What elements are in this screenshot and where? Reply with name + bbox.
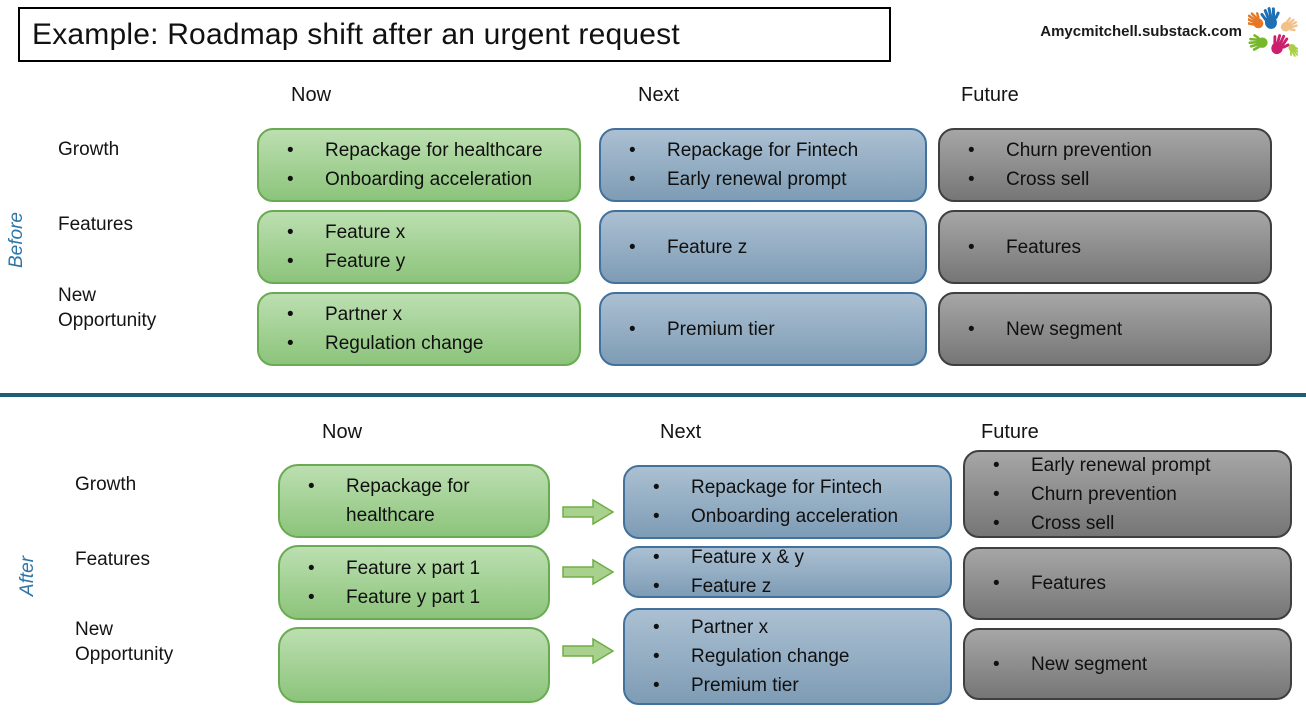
bullet-item: Features <box>940 233 1270 262</box>
after-section-label: After <box>17 555 38 597</box>
bullet-item: Repackage for Fintech <box>625 473 950 502</box>
bullet-item: New segment <box>965 650 1290 679</box>
bullet-item: Early renewal prompt <box>601 165 925 194</box>
after-row-label-features: Features <box>75 549 150 570</box>
bullet-list: Feature z <box>601 233 925 262</box>
bullet-item: Churn prevention <box>940 136 1270 165</box>
after-future-growth-box: Early renewal promptChurn preventionCros… <box>963 450 1292 538</box>
after-future-new-opportunity-box: New segment <box>963 628 1292 700</box>
bullet-item: Feature x & y <box>625 543 950 572</box>
before-row-label-features: Features <box>58 214 133 235</box>
after-next-features-box: Feature x & yFeature z <box>623 543 952 601</box>
bullet-list: New segment <box>940 315 1270 344</box>
bullet-list: New segment <box>965 650 1290 679</box>
before-now-features-box: Feature xFeature y <box>257 210 581 284</box>
after-col-header-future: Future <box>981 421 1039 443</box>
bullet-item: Feature z <box>625 572 950 601</box>
before-row-label-growth: Growth <box>58 139 120 160</box>
before-col-header-future: Future <box>961 84 1019 106</box>
attribution-text: Amycmitchell.substack.com <box>1040 23 1242 40</box>
bullet-list: Feature xFeature y <box>259 218 579 276</box>
bullet-list: Features <box>940 233 1270 262</box>
bullet-item: Feature y <box>259 247 579 276</box>
after-next-new-opportunity-box: Partner xRegulation changePremium tier <box>623 608 952 705</box>
bullet-list: Partner xRegulation changePremium tier <box>625 613 950 700</box>
shift-arrow-icon <box>562 637 615 665</box>
hands-logo-icon <box>1248 5 1298 57</box>
before-next-features-box: Feature z <box>599 210 927 284</box>
bullet-item: Feature x part 1 <box>280 554 548 583</box>
bullet-item: Cross sell <box>940 165 1270 194</box>
bullet-list: Premium tier <box>601 315 925 344</box>
bullet-item: Partner x <box>625 613 950 642</box>
after-now-growth-box: Repackage for healthcare <box>278 464 550 538</box>
before-next-growth-box: Repackage for FintechEarly renewal promp… <box>599 128 927 202</box>
before-section-label: Before <box>6 212 27 268</box>
bullet-item: Feature z <box>601 233 925 262</box>
before-now-new-opportunity-box: Partner xRegulation change <box>257 292 581 366</box>
bullet-list: Features <box>965 569 1290 598</box>
bullet-list: Churn preventionCross sell <box>940 136 1270 194</box>
bullet-item: Repackage for Fintech <box>601 136 925 165</box>
bullet-item: Feature x <box>259 218 579 247</box>
after-col-header-now: Now <box>322 421 363 443</box>
bullet-item: Early renewal prompt <box>965 451 1290 480</box>
after-now-new-opportunity-box <box>278 627 550 703</box>
bullet-item: Onboarding acceleration <box>259 165 579 194</box>
shift-arrow-icon <box>562 558 615 586</box>
bullet-item: Repackage for healthcare <box>259 136 579 165</box>
after-row-label-new-opportunity: New Opportunity <box>75 619 174 665</box>
bullet-item: Regulation change <box>259 329 579 358</box>
before-now-growth-box: Repackage for healthcareOnboarding accel… <box>257 128 581 202</box>
bullet-item: Features <box>965 569 1290 598</box>
after-col-header-next: Next <box>660 421 702 443</box>
bullet-item: Cross sell <box>965 509 1290 538</box>
after-future-features-box: Features <box>963 547 1292 620</box>
before-future-features-box: Features <box>938 210 1272 284</box>
before-col-header-now: Now <box>291 84 332 106</box>
bullet-item: Feature y part 1 <box>280 583 548 612</box>
title-box: Example: Roadmap shift after an urgent r… <box>18 7 891 62</box>
bullet-item: Premium tier <box>625 671 950 700</box>
before-row-label-new-opportunity: New Opportunity <box>58 285 157 331</box>
page-title: Example: Roadmap shift after an urgent r… <box>32 17 680 51</box>
bullet-item: Partner x <box>259 300 579 329</box>
bullet-list: Partner xRegulation change <box>259 300 579 358</box>
bullet-item: Onboarding acceleration <box>625 502 950 531</box>
bullet-item: Repackage for healthcare <box>280 472 548 530</box>
bullet-list: Feature x part 1Feature y part 1 <box>280 554 548 612</box>
bullet-list: Repackage for FintechOnboarding accelera… <box>625 473 950 531</box>
before-next-new-opportunity-box: Premium tier <box>599 292 927 366</box>
bullet-list: Feature x & yFeature z <box>625 543 950 601</box>
bullet-item: Premium tier <box>601 315 925 344</box>
bullet-list: Repackage for healthcareOnboarding accel… <box>259 136 579 194</box>
after-next-growth-box: Repackage for FintechOnboarding accelera… <box>623 465 952 539</box>
before-future-growth-box: Churn preventionCross sell <box>938 128 1272 202</box>
bullet-list: Repackage for healthcare <box>280 472 548 530</box>
bullet-list: Repackage for FintechEarly renewal promp… <box>601 136 925 194</box>
shift-arrow-icon <box>562 498 615 526</box>
bullet-list: Early renewal promptChurn preventionCros… <box>965 451 1290 538</box>
before-future-new-opportunity-box: New segment <box>938 292 1272 366</box>
after-row-label-growth: Growth <box>75 474 137 495</box>
before-col-header-next: Next <box>638 84 680 106</box>
after-now-features-box: Feature x part 1Feature y part 1 <box>278 545 550 620</box>
bullet-item: New segment <box>940 315 1270 344</box>
bullet-item: Churn prevention <box>965 480 1290 509</box>
section-divider <box>0 393 1306 397</box>
bullet-item: Regulation change <box>625 642 950 671</box>
